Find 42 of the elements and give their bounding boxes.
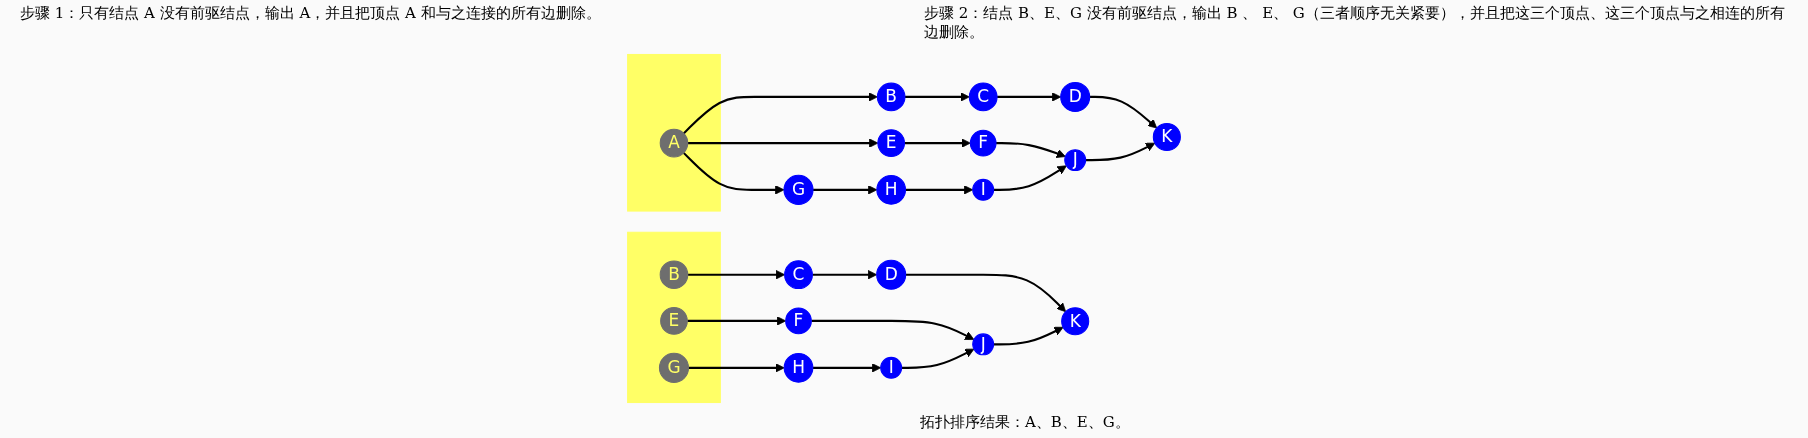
node-circle: H [876,175,907,205]
node-circle: B [876,82,906,112]
cluster [627,231,721,404]
node-circle: I [972,178,995,201]
arrow [688,363,785,373]
node-circle: D [876,259,907,290]
arrow [1085,142,1156,162]
arrow [905,273,1067,313]
arrow [904,138,971,148]
node-circle: C [968,82,998,112]
node-circle: K [1061,307,1090,336]
arrow [993,165,1067,191]
node-circle: F [969,129,997,157]
node-circle: G [658,352,690,383]
arrow [904,92,970,102]
node-circle: J [1064,149,1087,172]
node-circle: K [1152,122,1181,152]
node-circle: A [659,128,689,158]
node-circle: G [783,174,814,205]
step-note: 步骤 1：只有结点 A 没有前驱结点，输出 A，并且把顶点 A 和与之连接的所有边删除。 [20,4,602,24]
arrow [683,92,878,135]
step-note: 步骤 2：结点 B、E、G 没有前驱结点，输出 B 、 E、 G（三者顺序无关紧要），并且把这三个顶点、这三个顶点与之相连的所有边删除。 [924,4,1786,42]
node-circle: J [972,333,995,356]
arrow [811,319,975,340]
arrow [687,138,879,148]
node-circle: E [877,129,905,157]
arrow [905,185,974,195]
arrow [996,142,1066,158]
node-circle: D [1060,81,1091,112]
node-circle: H [783,352,814,383]
node-circle: B [659,260,689,289]
node-circle: F [785,307,812,335]
arrow [1089,95,1158,129]
step-note: 拓扑排序结果：A、B、E、G。 [920,413,1130,431]
arrow [812,363,882,373]
node-circle: C [784,260,813,290]
node-circle: E [660,307,688,335]
arrow [682,152,785,195]
arrow [993,326,1064,346]
arrow [901,348,975,369]
cluster [627,53,721,212]
node-circle: I [880,356,903,379]
